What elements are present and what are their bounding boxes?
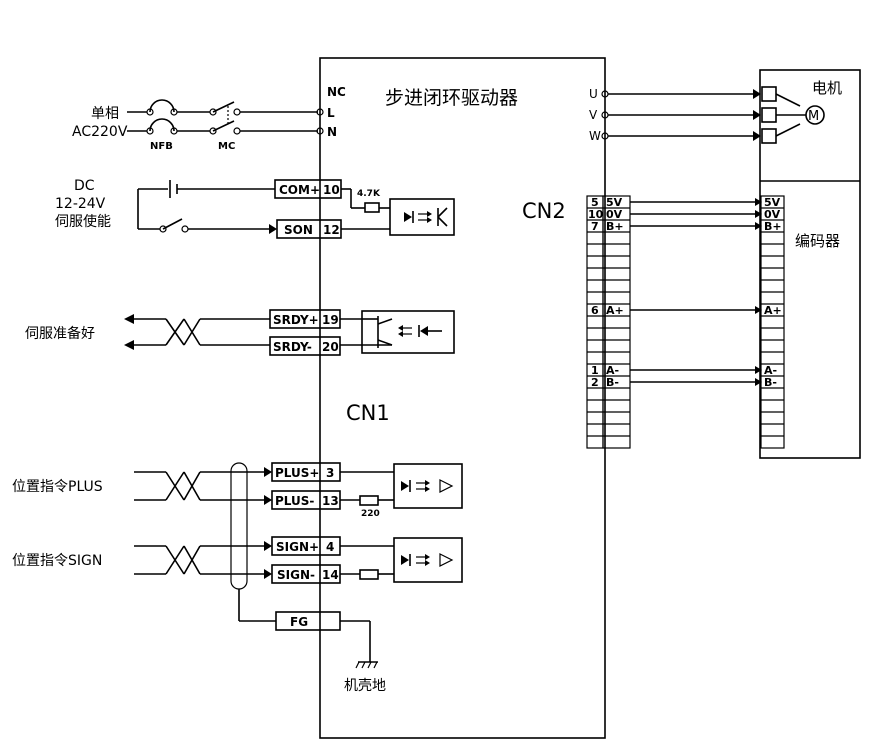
svg-text:6: 6 <box>591 304 599 317</box>
encoder-pin-5v: 5 5V 5V <box>591 196 781 209</box>
pin-plus-minus-num: 13 <box>322 494 339 508</box>
resistor-4k7 <box>364 202 380 213</box>
cn2-label: CN2 <box>522 199 566 223</box>
svg-text:5: 5 <box>591 196 599 209</box>
pin-l: L <box>327 106 335 120</box>
phase-w: W <box>589 129 601 143</box>
enable-label-3: 伺服使能 <box>55 213 111 230</box>
svg-text:A-: A- <box>764 364 777 377</box>
svg-text:2: 2 <box>591 376 599 389</box>
encoder-section: 编码器 <box>586 195 840 449</box>
mc-label: MC <box>218 141 235 152</box>
servo-enable: DC 12-24V 伺服使能 COM+ 10 SON 12 4.7K <box>55 178 455 239</box>
encoder-pin-0v: 10 0V 0V <box>588 208 781 221</box>
svg-text:B-: B- <box>606 376 619 389</box>
cable-shield <box>230 462 248 590</box>
svg-text:0V: 0V <box>764 208 781 221</box>
pin-com-name: COM+ <box>279 183 320 197</box>
enable-label-1: DC <box>74 178 95 194</box>
shield-fg: FG 机壳地 <box>230 462 386 694</box>
ready-optocoupler <box>361 310 455 354</box>
power-input: 单相 AC220V NFB MC NC L N <box>72 85 346 152</box>
svg-text:B+: B+ <box>764 220 782 233</box>
ready-label: 伺服准备好 <box>25 325 95 342</box>
pin-fg-name: FG <box>290 615 308 629</box>
power-label-1: 单相 <box>91 106 119 122</box>
svg-text:A+: A+ <box>606 304 624 317</box>
driver-title: 步进闭环驱动器 <box>385 87 518 109</box>
svg-text:A-: A- <box>606 364 619 377</box>
svg-text:5V: 5V <box>764 196 781 209</box>
encoder-terminal-grid <box>760 195 785 449</box>
pin-plus-plus-num: 3 <box>326 466 334 480</box>
pin-sign-minus-name: SIGN- <box>277 568 315 582</box>
nfb-label: NFB <box>150 141 173 152</box>
svg-text:A+: A+ <box>764 304 782 317</box>
pulse-command: 位置指令PLUS PLUS+ 3 PLUS- 13 220 <box>12 462 463 519</box>
svg-text:10: 10 <box>588 208 604 221</box>
cn2-terminal-grid <box>586 195 631 449</box>
resistor-220-label: 220 <box>361 509 380 519</box>
driver-box <box>319 57 606 739</box>
svg-text:5V: 5V <box>606 196 623 209</box>
pin-son-name: SON <box>284 223 313 237</box>
servo-ready: 伺服准备好 SRDY+ 19 SRDY- 20 <box>25 309 455 356</box>
motor-symbol: M <box>808 109 819 124</box>
phase-v: V <box>589 108 598 122</box>
motor-icon <box>805 105 825 125</box>
pin-srdy-minus-name: SRDY- <box>273 340 312 354</box>
svg-text:1: 1 <box>591 364 599 377</box>
motor-label: 电机 <box>812 79 842 97</box>
pin-srdy-plus-name: SRDY+ <box>273 313 319 327</box>
svg-text:B-: B- <box>764 376 777 389</box>
pulse-label: 位置指令PLUS <box>12 479 103 495</box>
pin-son-num: 12 <box>323 223 340 237</box>
power-label-2: AC220V <box>72 124 128 140</box>
encoder-label: 编码器 <box>795 232 840 250</box>
pin-sign-minus-num: 14 <box>322 568 339 582</box>
pin-n: N <box>327 125 337 139</box>
sign-label: 位置指令SIGN <box>12 553 102 569</box>
enable-label-2: 12-24V <box>55 196 106 212</box>
pin-nc: NC <box>327 85 346 99</box>
pin-plus-plus-name: PLUS+ <box>275 466 319 480</box>
pin-srdy-minus-num: 20 <box>322 340 339 354</box>
pin-srdy-plus-num: 19 <box>322 313 339 327</box>
sign-command: 位置指令SIGN SIGN+ 4 SIGN- 14 <box>12 536 463 584</box>
pin-plus-minus-name: PLUS- <box>275 494 314 508</box>
encoder-pin-a-minus: 1 A- A- <box>591 364 777 377</box>
enable-optocoupler <box>389 198 455 236</box>
pin-srdy-minus <box>269 336 341 356</box>
encoder-pin-a-plus: 6 A+ A+ <box>591 304 782 317</box>
pin-com-num: 10 <box>323 183 340 197</box>
pin-sign-plus-name: SIGN+ <box>276 540 319 554</box>
pin-sign-plus-num: 4 <box>326 540 334 554</box>
svg-text:7: 7 <box>591 220 599 233</box>
motor-section: 电机 U V W M <box>589 69 861 459</box>
svg-text:B+: B+ <box>606 220 624 233</box>
ground-label: 机壳地 <box>344 677 386 694</box>
resistor-220 <box>359 495 379 506</box>
resistor-sign <box>359 569 379 580</box>
resistor-4k7-label: 4.7K <box>357 189 381 199</box>
phase-u: U <box>589 87 598 101</box>
svg-text:0V: 0V <box>606 208 623 221</box>
encoder-pin-b-minus: 2 B- B- <box>591 376 777 389</box>
encoder-pin-b-plus: 7 B+ B+ <box>591 220 782 233</box>
cn1-label: CN1 <box>346 401 390 425</box>
